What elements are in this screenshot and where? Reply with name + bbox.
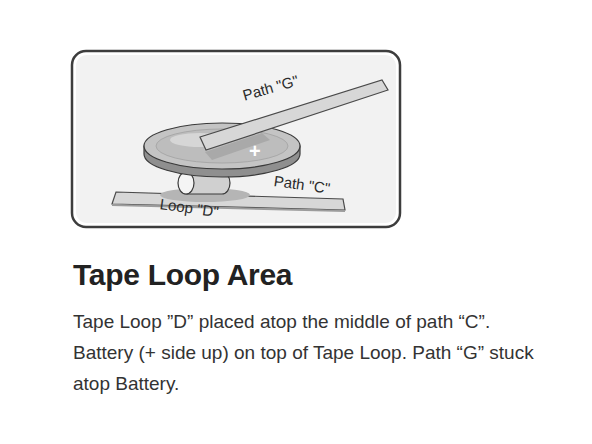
- heading: Tape Loop Area: [73, 258, 292, 292]
- strip-edge: [112, 204, 345, 212]
- panel-ground: [76, 55, 396, 223]
- polarity-mark: +: [249, 141, 261, 161]
- path-strip: [200, 80, 388, 150]
- caption-text: Tape Loop ”D” placed atop the middle of …: [73, 306, 543, 399]
- frame-panel: [72, 51, 400, 227]
